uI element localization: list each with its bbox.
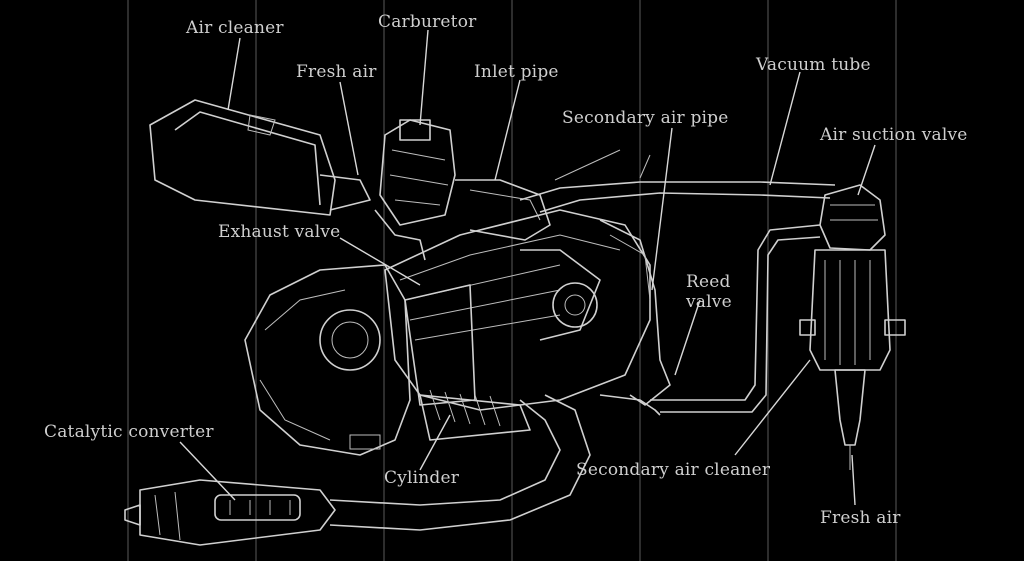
reed-valve-part bbox=[599, 219, 671, 416]
exhaust-pipe-part bbox=[329, 394, 591, 531]
cylinder-head-part bbox=[384, 209, 651, 411]
label-secondary-air-pipe: Secondary air pipe bbox=[562, 108, 729, 128]
label-reed-valve: Reed valve bbox=[686, 272, 732, 312]
label-fresh-air-bottom: Fresh air bbox=[820, 508, 901, 528]
label-secondary-air-cleaner: Secondary air cleaner bbox=[576, 460, 771, 480]
inlet-pipe-part bbox=[455, 179, 551, 241]
scan-lines bbox=[127, 0, 897, 561]
label-carburetor: Carburetor bbox=[378, 12, 477, 32]
cylinder-fins-part bbox=[404, 284, 531, 441]
label-vacuum-tube: Vacuum tube bbox=[756, 55, 871, 75]
air-cleaner-part bbox=[149, 99, 371, 216]
label-exhaust-valve: Exhaust valve bbox=[218, 222, 341, 242]
label-catalytic-converter: Catalytic converter bbox=[44, 422, 214, 442]
leader-lines bbox=[179, 29, 876, 506]
label-air-suction-valve: Air suction valve bbox=[820, 125, 968, 145]
crankcase-part bbox=[244, 264, 411, 456]
label-fresh-air-top: Fresh air bbox=[296, 62, 377, 82]
label-inlet-pipe: Inlet pipe bbox=[474, 62, 559, 82]
air-suction-valve-part bbox=[799, 184, 906, 470]
label-air-cleaner: Air cleaner bbox=[186, 18, 284, 38]
label-cylinder: Cylinder bbox=[384, 468, 460, 488]
secondary-air-pipe-part bbox=[519, 149, 836, 413]
carburetor-part bbox=[374, 119, 456, 261]
catalytic-converter-part bbox=[124, 479, 336, 546]
